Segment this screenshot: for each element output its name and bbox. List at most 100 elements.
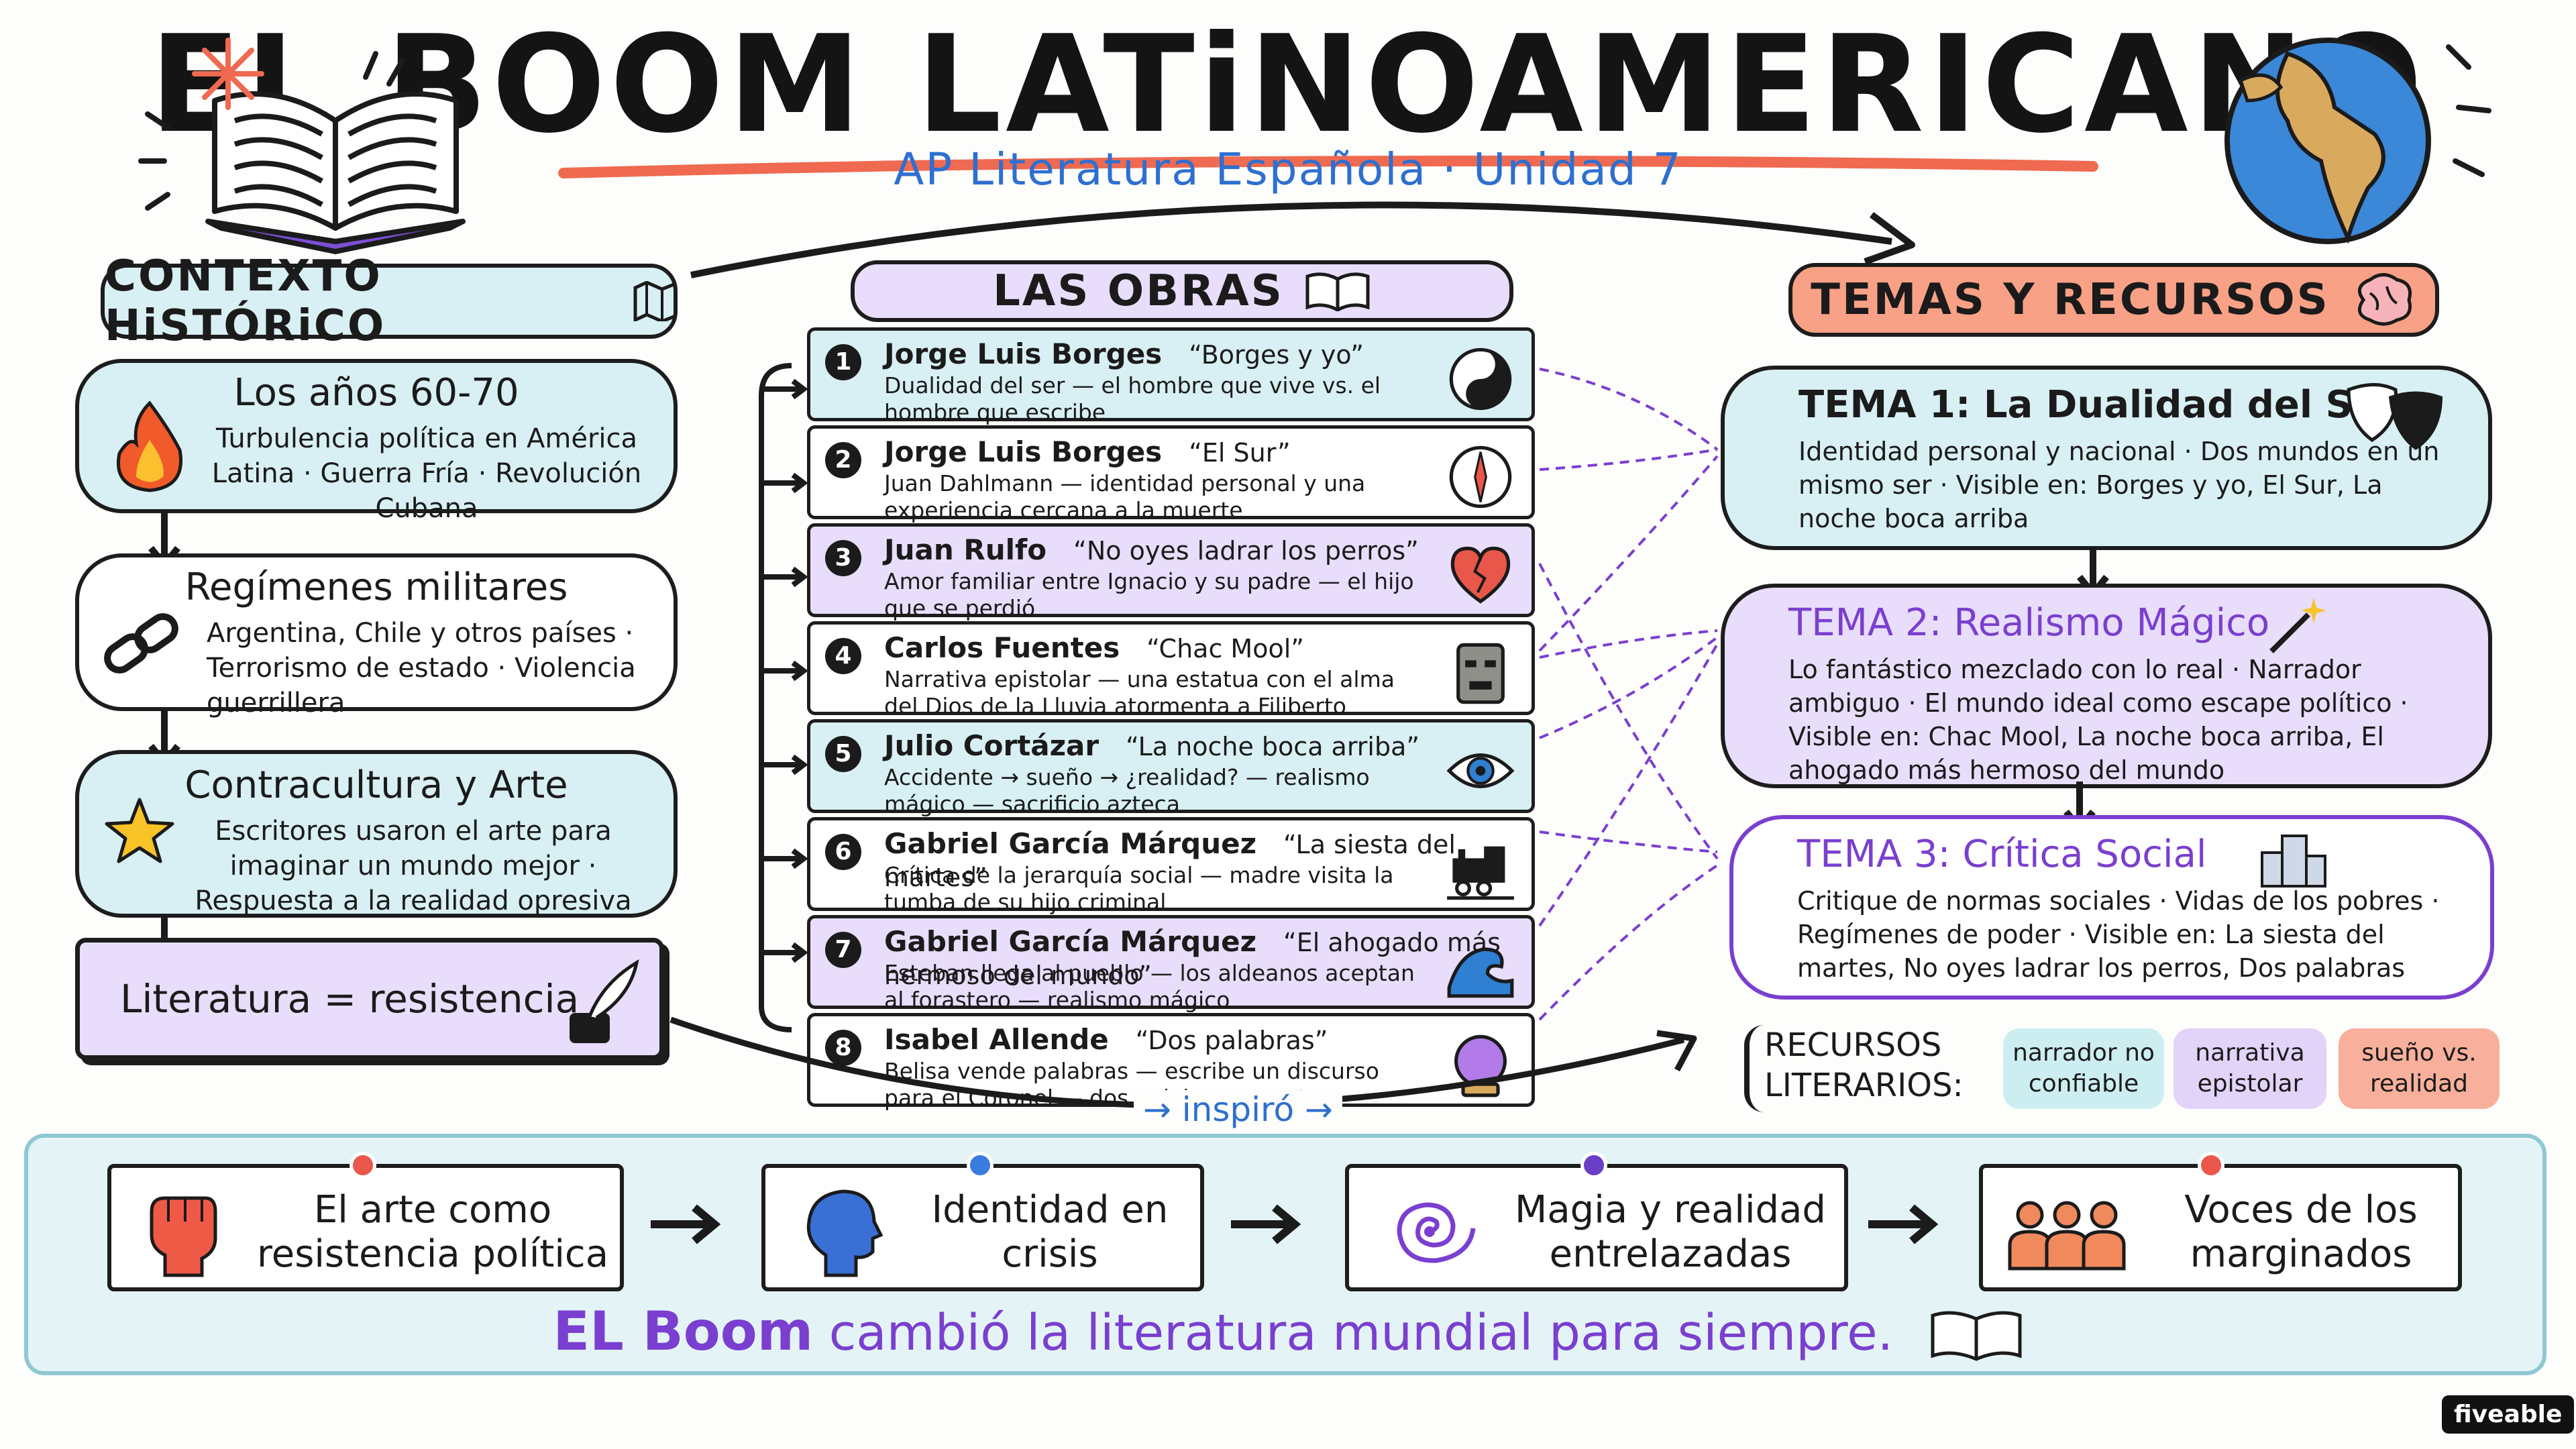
quill-inkpot-icon	[570, 959, 639, 1043]
obra-number: 4	[825, 638, 861, 674]
contexto-conclusion: Literatura = resistencia	[75, 938, 664, 1060]
legado-step-3: Magia y realidad entrelazadas	[1345, 1152, 1848, 1291]
arrow-contexto-to-temas	[690, 201, 1915, 278]
obra-card: 2 Jorge Luis Borges“El Sur”Juan Dahlmann …	[807, 425, 1535, 523]
recurso-chip: narrativa epistolar	[2174, 1028, 2326, 1109]
chain-icon	[104, 613, 178, 674]
obra-title: “Dos palabras”	[1135, 1026, 1328, 1055]
legado-step-1: El arte como resistencia política	[107, 1152, 624, 1291]
train-icon	[1447, 846, 1514, 900]
tema-3-card: TEMA 3: Crítica Social Critique de norma…	[1729, 815, 2494, 1000]
obra-title: “La noche boca arriba”	[1126, 732, 1420, 761]
brand-logo: fiveable	[2442, 1395, 2575, 1434]
obra-card: 3 Juan Rulfo “No oyes ladrar los perros”Am…	[807, 523, 1535, 621]
obra-author: Jorge Luis Borges	[884, 337, 1163, 370]
tema-text: Identidad personal y nacional · Dos mund…	[1799, 437, 2440, 533]
raised-fist-icon	[150, 1196, 217, 1277]
obra-card: 5 Julio Cortázar “La noche boca arriba” Acc…	[807, 719, 1535, 817]
map-icon	[633, 281, 674, 321]
recursos-label-line: RECURSOS	[1764, 1026, 1942, 1064]
obra-number: 8	[825, 1030, 861, 1066]
obra-author-line: Juan Rulfo “No oyes ladrar los perros”	[884, 533, 1419, 566]
brain-icon	[2357, 273, 2412, 326]
tema-title: TEMA 2: Realismo Mágico	[1788, 601, 2270, 645]
tema-1-card: TEMA 1: La Dualidad del Ser Identidad pe…	[1721, 366, 2492, 550]
obra-title: “Borges y yo”	[1189, 340, 1364, 370]
obra-description: Narrativa epistolar — una estatua con el…	[884, 666, 1395, 719]
inspiro-label: → inspiró →	[1134, 1090, 1342, 1129]
obra-number: 6	[825, 834, 861, 870]
obra-author-line: Jorge Luis Borges“El Sur”	[884, 435, 1291, 468]
contexto-card-1: Los años 60-70 Turbulencia política en A…	[75, 359, 678, 524]
temas-header-label: TEMAS Y RECURSOS	[1811, 275, 2330, 325]
obra-number: 3	[825, 540, 861, 576]
buildings-icon	[2261, 835, 2326, 888]
step-label: Voces de los marginados	[2184, 1188, 2418, 1276]
fire-icon	[117, 400, 182, 492]
tema-title: TEMA 3: Crítica Social	[1797, 833, 2207, 876]
wave-icon	[1447, 947, 1514, 998]
obra-card: 1 Jorge Luis Borges “Borges y yo”Dualidad …	[807, 327, 1535, 425]
obra-title: “No oyes ladrar los perros”	[1073, 536, 1419, 566]
galaxy-spiral-icon	[1397, 1202, 1476, 1263]
footer-bold: EL Boom	[553, 1300, 814, 1362]
open-book-icon	[1305, 272, 1370, 311]
stone-idol-icon	[1456, 643, 1505, 704]
obra-description: Amor familiar entre Ignacio y su padre —…	[884, 568, 1414, 621]
contexto-card-3: Contracultura y Arte Escritores usaron e…	[75, 750, 678, 918]
recursos-label: RECURSOS LITERARIOS:	[1744, 1025, 1964, 1112]
eye-icon	[1446, 753, 1515, 788]
obra-title: “Chac Mool”	[1146, 634, 1304, 663]
obras-header-label: LAS OBRAS	[993, 266, 1284, 316]
contexto-card-text: Turbulencia política en América Latina ·…	[211, 423, 642, 524]
obra-description: Crítica de la jerarquía social — madre v…	[884, 862, 1394, 915]
obra-author: Julio Cortázar	[884, 729, 1099, 762]
contexto-card-2: Regímenes militares Argentina, Chile y o…	[75, 553, 678, 718]
obra-author: Juan Rulfo	[884, 533, 1047, 566]
arrow-right	[1231, 1204, 1301, 1244]
contexto-card-title: Los años 60-70	[233, 371, 519, 415]
obra-author-line: Gabriel García Márquez“El ahogado más he…	[884, 925, 1532, 991]
footer-rest: cambió la literatura mundial para siempr…	[828, 1304, 1894, 1362]
obra-description: Dualidad del ser — el hombre que vive vs…	[884, 372, 1381, 425]
step-dot	[967, 1152, 994, 1179]
title-underline	[558, 156, 2098, 178]
obra-author-line: Isabel Allende “Dos palabras”	[884, 1023, 1328, 1056]
recursos-label-line: LITERARIOS:	[1764, 1067, 1964, 1104]
globe-icon	[2224, 38, 2491, 244]
contexto-card-text: Argentina, Chile y otros países · Terror…	[207, 618, 636, 718]
obras-bracket	[759, 363, 808, 1032]
arrow-right	[1868, 1204, 1939, 1244]
broken-heart-icon	[1450, 546, 1511, 604]
obra-card: 6 Gabriel García Márquez“La siesta del ma…	[807, 817, 1535, 915]
obra-number: 2	[825, 442, 861, 478]
tema-text: Lo fantástico mezclado con lo real · Nar…	[1788, 655, 2408, 785]
obra-number: 5	[825, 736, 861, 772]
contexto-header: CONTEXTO HiSTÓRiCO	[101, 252, 678, 351]
obra-author: Gabriel García Márquez	[884, 827, 1257, 860]
step-dot	[2198, 1152, 2224, 1179]
contexto-header-label: CONTEXTO HiSTÓRiCO	[105, 252, 386, 351]
recurso-chip: narrador no confiable	[2003, 1028, 2164, 1109]
obra-author-line: Carlos Fuentes“Chac Mool”	[884, 631, 1304, 664]
conclusion-label: Literatura = resistencia	[120, 976, 580, 1022]
contexto-card-title: Regímenes militares	[184, 566, 568, 609]
temas-header: TEMAS Y RECURSOS	[1788, 263, 2439, 337]
obra-title: “La siesta del martes”	[884, 830, 1456, 892]
recurso-chip: sueño vs. realidad	[2339, 1028, 2500, 1109]
obras-to-temas-connectors	[1538, 368, 1719, 1021]
obra-card: 4 Carlos Fuentes“Chac Mool”Narrativa epis…	[807, 621, 1535, 719]
step-label: El arte como resistencia política	[256, 1188, 609, 1276]
obra-number: 1	[825, 344, 861, 380]
legado-footer: EL Boom cambió la literatura mundial par…	[0, 1300, 2576, 1362]
obra-author: Isabel Allende	[884, 1023, 1109, 1056]
obra-title: “El ahogado más hermoso del mundo”	[884, 928, 1501, 990]
obra-description: Esteban llega al pueblo — los aldeanos a…	[884, 960, 1415, 1013]
compass-icon	[1449, 445, 1512, 508]
step-dot	[1580, 1152, 1607, 1179]
subtitle: AP Literatura Española · Unidad 7	[894, 144, 1682, 195]
obra-description: Accidente → sueño → ¿realidad? — realism…	[884, 764, 1370, 817]
step-label: Identidad en crisis	[931, 1188, 1169, 1276]
open-book-icon	[138, 38, 466, 254]
obra-description: Juan Dahlmann — identidad personal y una…	[884, 470, 1366, 523]
